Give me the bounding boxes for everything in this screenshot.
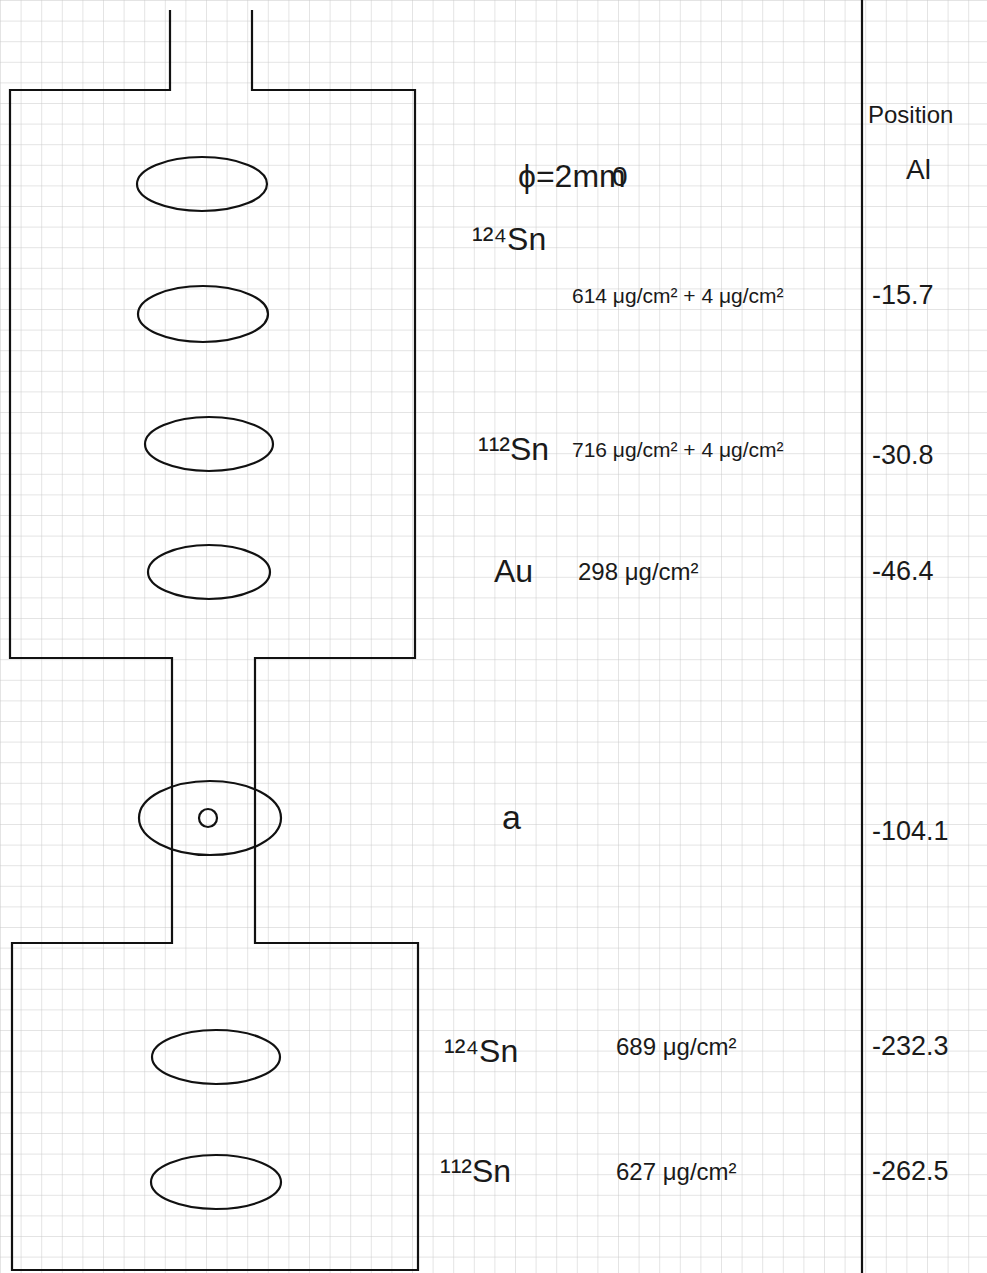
position-value: -30.8 [872, 441, 934, 471]
element-name: ϕ=2mm [518, 159, 626, 194]
position-value: -232.3 [872, 1032, 949, 1062]
hole-label: a [502, 799, 521, 836]
position-value: -104.1 [872, 817, 949, 847]
column-heading: Position [868, 102, 953, 128]
target-hole [138, 286, 268, 342]
target-hole [145, 417, 273, 471]
position-value: -46.4 [872, 557, 934, 587]
target-thickness: 614 μg/cm² + 4 μg/cm² [572, 284, 784, 307]
isotope-name: ¹²⁴Sn [444, 1034, 518, 1069]
aperture-size: 0 [612, 162, 628, 193]
target-hole [151, 1155, 281, 1209]
small-aperture [199, 809, 217, 827]
isotope-name: ¹¹²Sn [478, 432, 549, 467]
target-thickness: 689 μg/cm² [616, 1034, 737, 1060]
element-name: Au [494, 554, 533, 589]
ladder-frame [10, 10, 418, 1270]
column-line [861, 0, 863, 1273]
target-thickness: 627 μg/cm² [616, 1159, 737, 1185]
position-value: -15.7 [872, 281, 934, 311]
target-hole [139, 781, 281, 855]
position-value: Al [906, 155, 931, 186]
position-value: -262.5 [872, 1157, 949, 1187]
target-hole [137, 157, 267, 211]
target-hole [152, 1030, 280, 1084]
target-hole [148, 545, 270, 599]
target-thickness: 716 μg/cm² + 4 μg/cm² [572, 438, 784, 461]
target-thickness: 298 μg/cm² [578, 559, 699, 585]
isotope-name: ¹²⁴Sn [472, 222, 546, 257]
isotope-name: ¹¹²Sn [440, 1154, 511, 1189]
